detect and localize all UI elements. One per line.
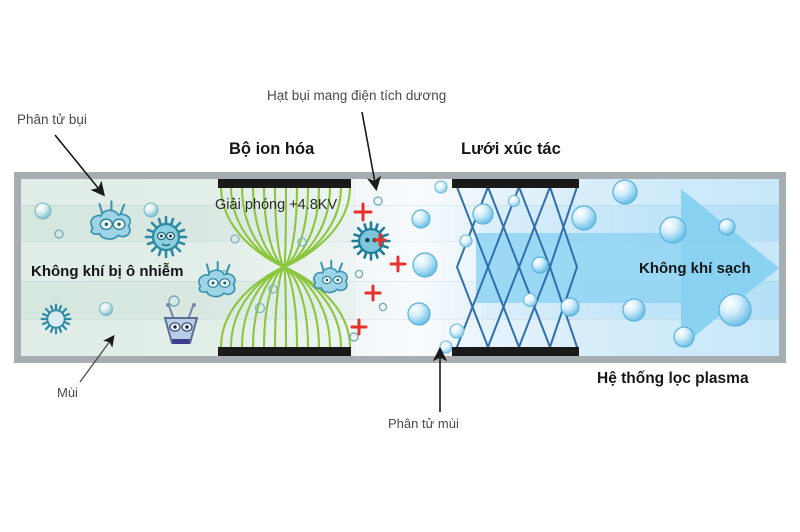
leader-charged-dust <box>361 111 382 192</box>
background-band <box>21 179 779 205</box>
virus-icon <box>40 303 72 335</box>
virus-icon <box>144 215 188 259</box>
callout-odor: Mùi <box>57 385 78 400</box>
virus-icon <box>351 221 391 261</box>
catalyst-electrode-top <box>452 179 579 188</box>
plus-charge-icon <box>350 202 407 336</box>
ionizer-field-lines <box>219 185 352 349</box>
band-divider <box>21 281 779 282</box>
callout-dust-particle: Phân tử bụi <box>17 112 87 127</box>
ionizer-electrode-top <box>218 179 351 188</box>
diagram-title: Hệ thống lọc plasma <box>597 370 749 387</box>
release-voltage-label: Giải phóng +4.8KV <box>215 197 338 213</box>
leader-dust-particle <box>54 134 106 197</box>
callout-charged-dust: Hạt bụi mang điện tích dương <box>267 88 447 103</box>
band-divider <box>21 205 779 206</box>
bacteria-icon <box>198 260 236 298</box>
clean-air-label: Không khí sạch <box>639 260 751 277</box>
filter-chamber-interior: Không khí bị ô nhiễm Giải phóng +4.8KV K… <box>21 179 779 356</box>
particle-bubble-icon <box>34 202 180 316</box>
odor-germ-icon <box>163 303 199 344</box>
bacteria-icon <box>313 259 348 294</box>
label-ionizer: Bộ ion hóa <box>229 140 315 158</box>
polluted-air-label: Không khí bị ô nhiễm <box>31 263 184 280</box>
catalyst-mesh-lines <box>455 186 579 348</box>
leader-odor <box>79 334 115 383</box>
band-divider <box>21 241 779 242</box>
background-band <box>21 319 779 356</box>
band-divider <box>21 319 779 320</box>
callout-odor-molecule: Phân tử mùi <box>388 416 459 431</box>
bacteria-icon <box>90 200 131 240</box>
catalyst-electrode-bottom <box>452 347 579 356</box>
particle-bubble-icon <box>349 196 388 342</box>
clean-air-flow-arrow-icon <box>476 189 779 347</box>
ionizer-electrode-bottom <box>218 347 351 356</box>
label-catalyst-mesh: Lưới xúc tác <box>461 140 561 158</box>
